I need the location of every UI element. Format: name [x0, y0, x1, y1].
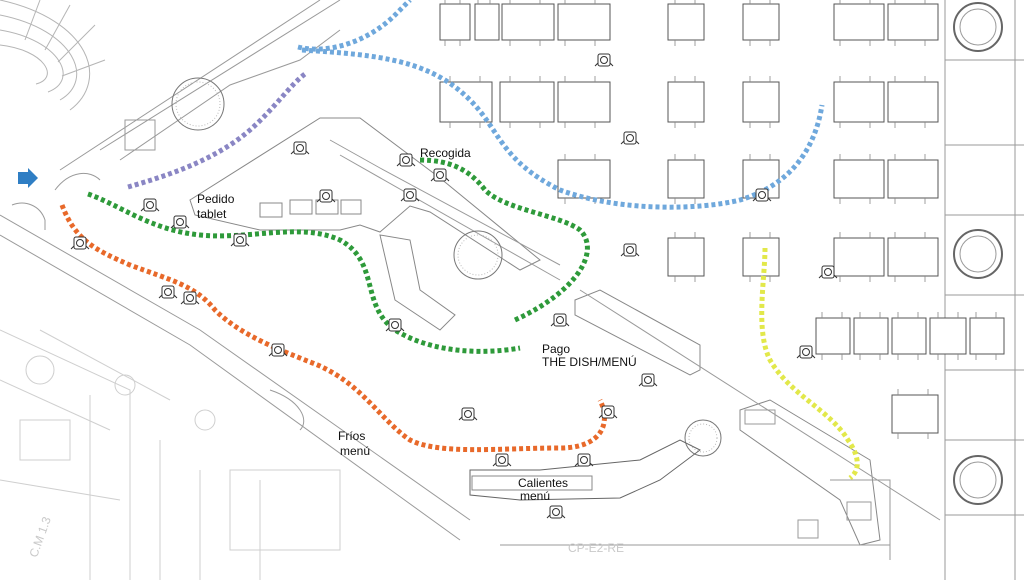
flow-paths: [59, 0, 860, 480]
flow-path-green: [87, 191, 521, 354]
flow-path-green-2: [419, 157, 590, 323]
person-icon: [574, 453, 594, 467]
label-pago-line2: THE DISH/MENÚ: [542, 354, 637, 369]
label-calientes-line1: Calientes: [518, 476, 568, 490]
person-icon: [170, 215, 190, 229]
person-icon: [550, 313, 570, 327]
person-icon: [818, 265, 838, 279]
people: [70, 53, 838, 519]
person-icon: [638, 373, 658, 387]
flow-path-blue: [301, 47, 825, 210]
label-frios-line2: menú: [340, 444, 370, 458]
person-icon: [385, 318, 405, 332]
person-icon: [316, 189, 336, 203]
person-icon: [290, 141, 310, 155]
person-icon: [598, 405, 618, 419]
person-icon: [158, 285, 178, 299]
flow-path-orange: [59, 204, 607, 453]
label-pedido-line1: Pedido: [197, 192, 235, 206]
person-icon: [620, 243, 640, 257]
person-icon: [430, 168, 450, 182]
flow-path-yellow: [759, 247, 860, 480]
entry-arrow-icon: [18, 168, 38, 188]
person-icon: [752, 188, 772, 202]
person-icon: [458, 407, 478, 421]
table-chairs: [444, 0, 997, 439]
person-icon: [796, 345, 816, 359]
label-calientes-line2: menú: [520, 489, 550, 503]
person-icon: [230, 233, 250, 247]
stair: [0, 0, 106, 111]
person-icon: [546, 505, 566, 519]
person-icon: [140, 198, 160, 212]
flow-path-purple: [127, 71, 307, 190]
person-icon: [396, 153, 416, 167]
label-recogida: Recogida: [420, 146, 471, 160]
label-pedido-line2: tablet: [197, 207, 227, 221]
person-icon: [70, 236, 90, 250]
label-faint-cm: C.M 1.3: [26, 515, 54, 560]
person-icon: [620, 131, 640, 145]
person-icon: [268, 343, 288, 357]
zone-labels: Pedido tablet Recogida Pago THE DISH/MEN…: [26, 146, 636, 559]
tables: [439, 3, 1005, 434]
flow-path-blue-top: [297, 0, 412, 52]
person-icon: [400, 188, 420, 202]
label-faint-code: CP-E2-RE: [568, 541, 624, 555]
person-icon: [180, 291, 200, 305]
label-pago-line1: Pago: [542, 342, 570, 356]
label-frios-line1: Fríos: [338, 429, 365, 443]
person-icon: [594, 53, 614, 67]
person-icon: [492, 453, 512, 467]
